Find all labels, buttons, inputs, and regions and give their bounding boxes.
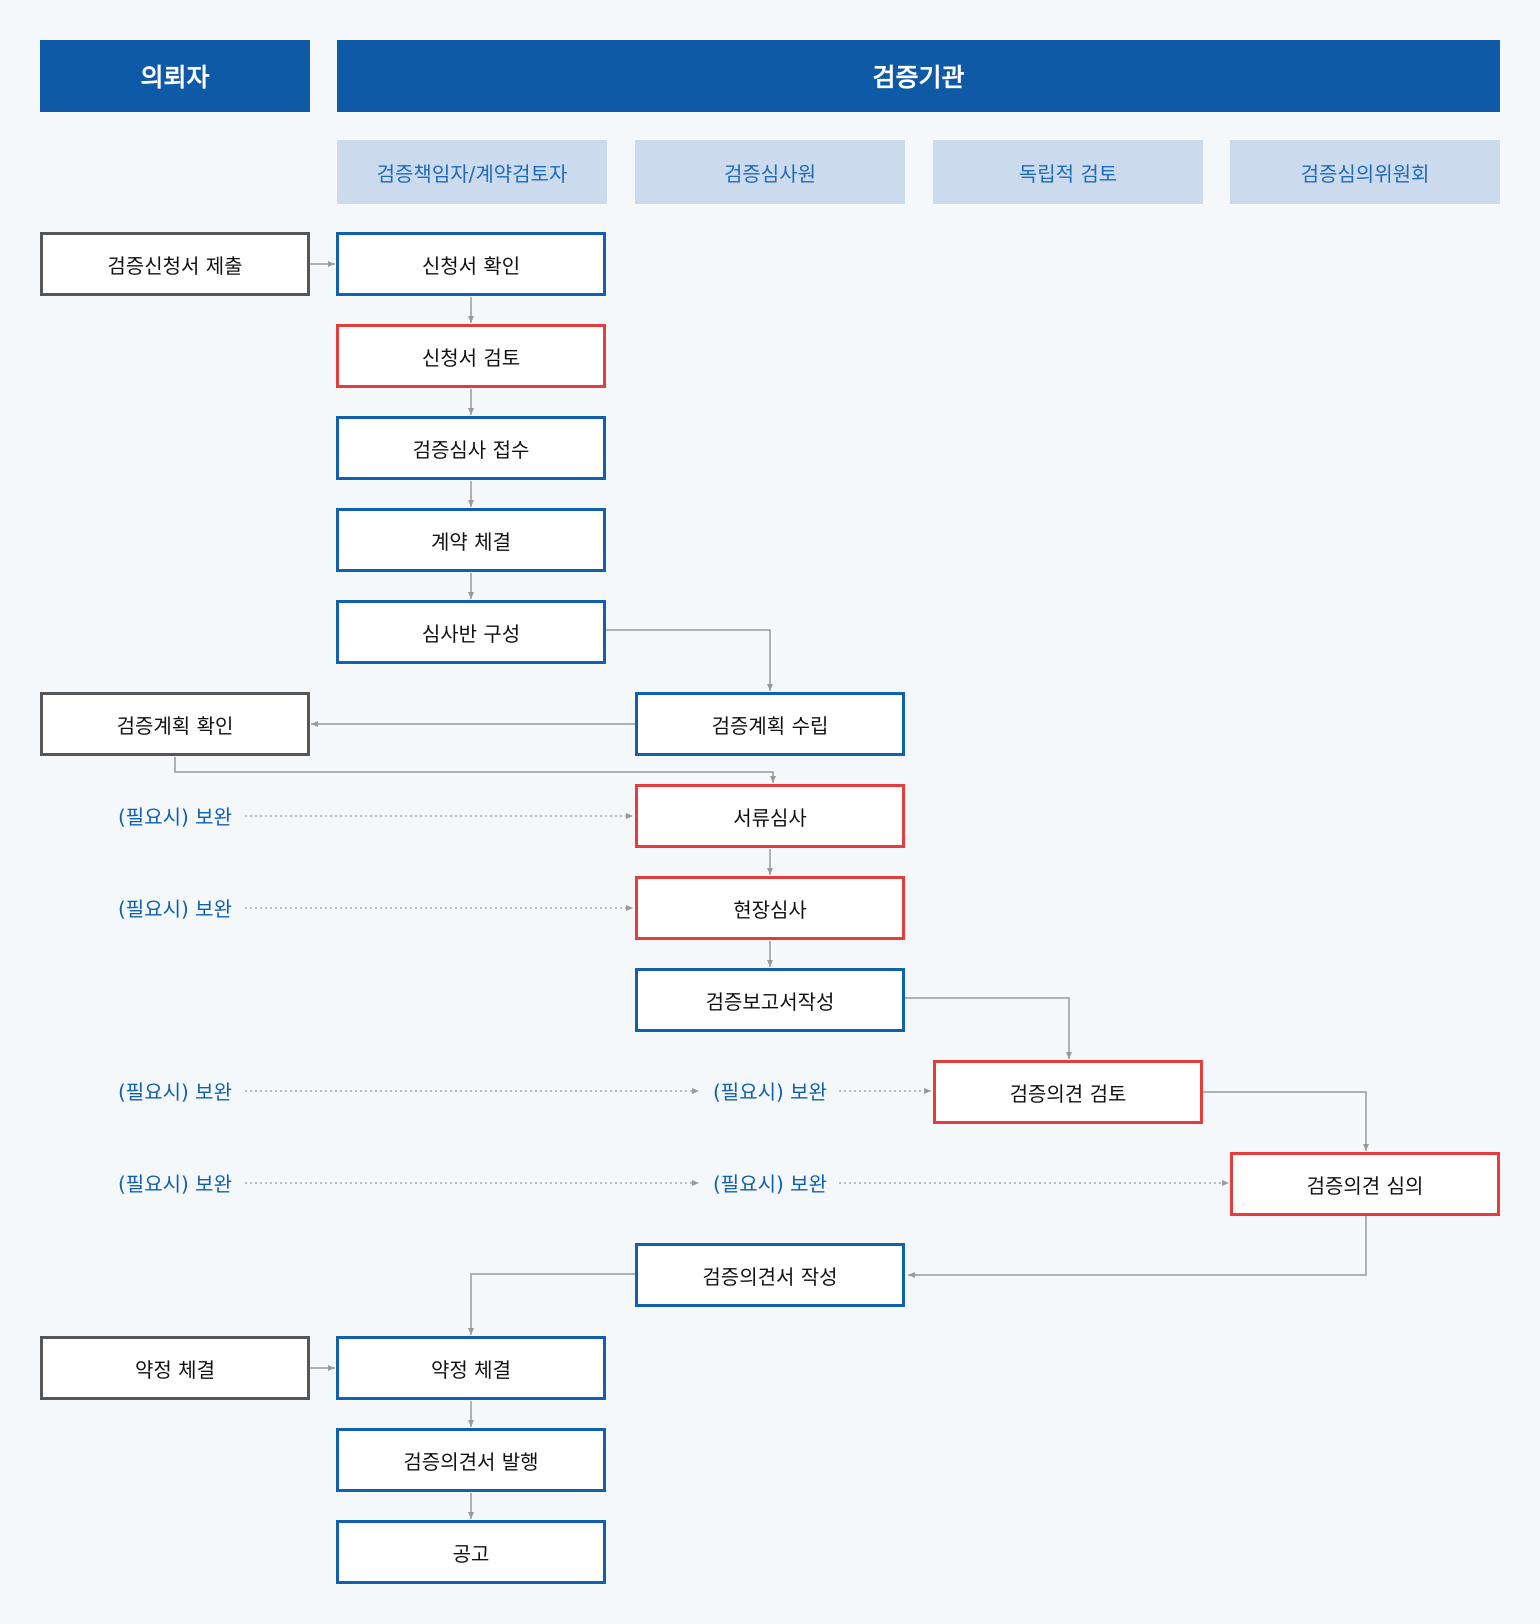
arrow-report-to-opinion-review bbox=[905, 997, 1072, 1059]
role-header-auditor: 검증심사원 bbox=[635, 140, 905, 204]
supplement-note-deliberation-client: (필요시) 보완 bbox=[118, 1172, 232, 1196]
step-team: 심사반 구성 bbox=[336, 600, 606, 664]
role-header-committee: 검증심의위원회 bbox=[1230, 140, 1500, 204]
step-opinion-review: 검증의견 검토 bbox=[933, 1060, 1203, 1124]
step-client-submit: 검증신청서 제출 bbox=[40, 232, 310, 296]
role-header-manager: 검증책임자/계약검토자 bbox=[337, 140, 607, 204]
arrow-opinion-write-to-agreement bbox=[468, 1273, 635, 1335]
supplement-note-onsite: (필요시) 보완 bbox=[118, 897, 232, 921]
step-agreement: 약정 체결 bbox=[336, 1336, 606, 1400]
supplement-note-review-auditor: (필요시) 보완 bbox=[713, 1080, 827, 1104]
step-plan: 검증계획 수립 bbox=[635, 692, 905, 756]
supplement-note-review-client: (필요시) 보완 bbox=[118, 1080, 232, 1104]
step-client-agreement: 약정 체결 bbox=[40, 1336, 310, 1400]
step-review: 신청서 검토 bbox=[336, 324, 606, 388]
arrow-plan-check-to-document bbox=[174, 757, 776, 783]
supplement-note-document: (필요시) 보완 bbox=[118, 805, 232, 829]
header-agency: 검증기관 bbox=[337, 40, 1500, 112]
supplement-note-deliberation-auditor: (필요시) 보완 bbox=[713, 1172, 827, 1196]
step-document: 서류심사 bbox=[635, 784, 905, 848]
step-opinion-write: 검증의견서 작성 bbox=[635, 1243, 905, 1307]
step-report: 검증보고서작성 bbox=[635, 968, 905, 1032]
arrow-deliberation-to-opinion-write bbox=[908, 1216, 1367, 1278]
step-onsite: 현장심사 bbox=[635, 876, 905, 940]
arrow-opinion-review-to-deliberation bbox=[1203, 1091, 1369, 1151]
step-receipt: 검증심사 접수 bbox=[336, 416, 606, 480]
step-client-plan-check: 검증계획 확인 bbox=[40, 692, 310, 756]
arrow-team-to-plan bbox=[606, 629, 773, 691]
role-header-independent-review: 독립적 검토 bbox=[933, 140, 1203, 204]
step-contract: 계약 체결 bbox=[336, 508, 606, 572]
step-issue: 검증의견서 발행 bbox=[336, 1428, 606, 1492]
step-opinion-deliberation: 검증의견 심의 bbox=[1230, 1152, 1500, 1216]
step-confirm: 신청서 확인 bbox=[336, 232, 606, 296]
step-announce: 공고 bbox=[336, 1520, 606, 1584]
header-client: 의뢰자 bbox=[40, 40, 310, 112]
